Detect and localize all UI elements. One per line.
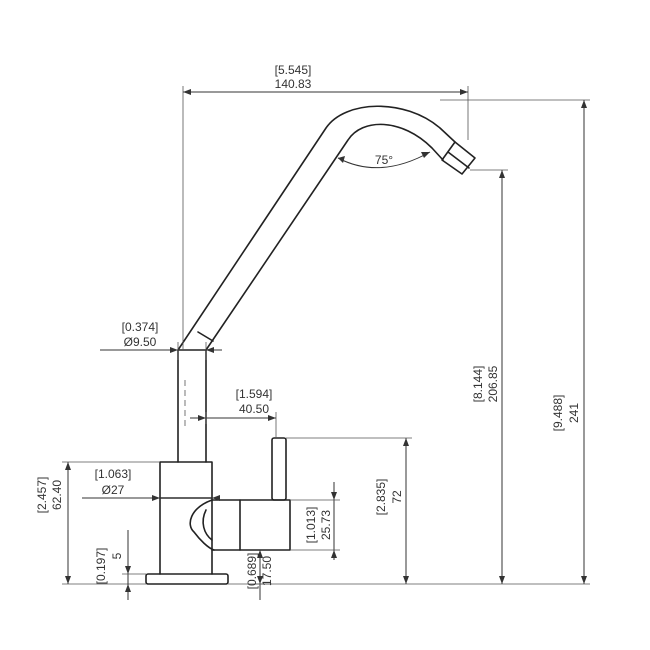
outlet-height-mm: 206.85 xyxy=(486,365,500,402)
body-height-mm: 62.40 xyxy=(50,480,64,510)
base-height-mm: 5 xyxy=(110,552,124,559)
handle-height-mm: 72 xyxy=(390,490,404,504)
body-cylinder xyxy=(159,461,213,575)
handle-height-inch: [2.835] xyxy=(374,479,388,516)
base-plate xyxy=(145,573,229,585)
dimension-lines xyxy=(62,86,590,600)
spout-dia-inch: [0.374] xyxy=(122,320,159,334)
aerator-tip xyxy=(441,141,476,175)
body-dia-mm: Ø27 xyxy=(102,483,125,497)
spout-dia-mm: Ø9.50 xyxy=(124,335,157,349)
total-height-inch: [9.488] xyxy=(551,395,565,432)
total-height-mm: 241 xyxy=(567,403,581,423)
spout-reach-inch: [5.545] xyxy=(275,63,312,77)
body-height-inch: [2.457] xyxy=(35,477,49,514)
valve-housing xyxy=(211,499,291,551)
dimension-labels: [5.545] 140.83 75° [0.374] Ø9.50 [1.594]… xyxy=(35,63,581,589)
handle-offset-mm: 40.50 xyxy=(239,402,269,416)
handle-center-mm: 17.50 xyxy=(260,556,274,586)
handle-width-inch: [1.013] xyxy=(304,507,318,544)
handle-offset-inch: [1.594] xyxy=(236,387,273,401)
spout-angle: 75° xyxy=(375,153,393,167)
spout-tube xyxy=(177,105,456,351)
handle-lever xyxy=(271,437,287,501)
outlet-height-inch: [8.144] xyxy=(471,366,485,403)
body-dia-inch: [1.063] xyxy=(95,467,132,481)
handle-center-inch: [0.689] xyxy=(245,553,259,590)
base-height-inch: [0.197] xyxy=(94,548,108,585)
handle-width-mm: 25.73 xyxy=(319,510,333,540)
spout-reach-mm: 140.83 xyxy=(275,77,312,91)
